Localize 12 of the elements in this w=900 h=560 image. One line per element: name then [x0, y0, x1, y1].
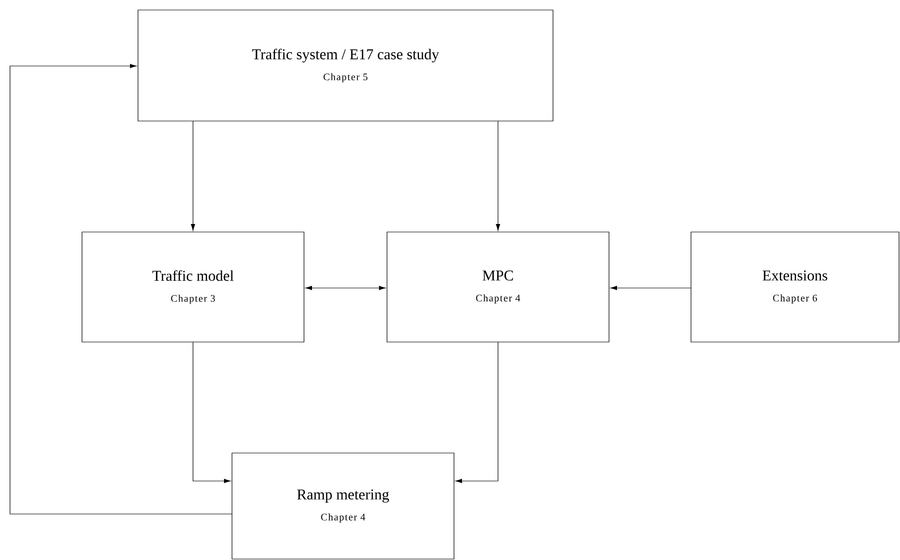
arrow — [10, 64, 232, 514]
chapter-box: MPC Chapter 4 — [386, 232, 610, 342]
arrow — [610, 286, 692, 290]
chapter-box: Traffic model Chapter 3 — [82, 232, 304, 342]
chapter-box: Traffic system / E17 case study Chapter 5 — [138, 10, 554, 122]
chapter-box: Extensions Chapter 6 — [690, 232, 900, 342]
arrow — [192, 342, 231, 484]
arrow — [190, 120, 196, 231]
arrow — [455, 342, 498, 484]
arrow — [496, 120, 500, 231]
arrow — [305, 286, 386, 290]
chapter-box: Ramp metering Chapter 4 — [232, 452, 454, 560]
